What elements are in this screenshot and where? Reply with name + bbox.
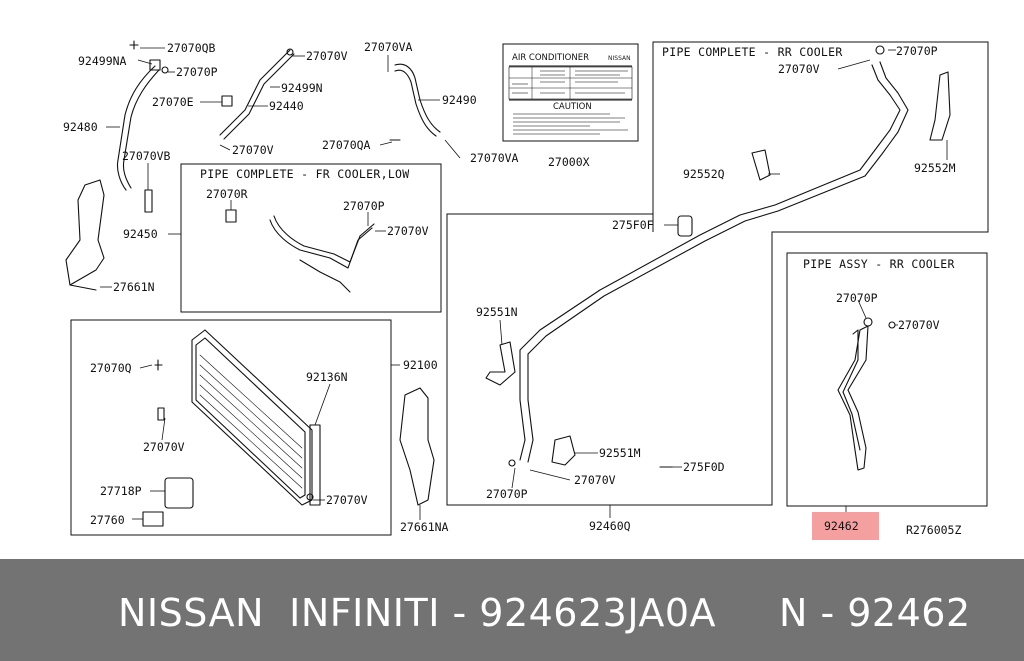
- label-92462: 92462: [824, 519, 859, 533]
- label-27070v-f: 27070V: [898, 318, 940, 332]
- label-92440: 92440: [269, 99, 304, 113]
- parts-drawings: [65, 40, 951, 527]
- caution-word: CAUTION: [553, 102, 592, 112]
- label-27070p-a: 27070P: [176, 65, 218, 79]
- bracket-27661n: [65, 179, 105, 286]
- label-27070p-c: 27070P: [896, 44, 938, 58]
- label-27760: 27760: [90, 513, 125, 527]
- highlight-92462: [812, 512, 879, 540]
- frame-rr-cooler: [446, 41, 989, 506]
- pipe-92440: [219, 49, 291, 136]
- label-27070r: 27070R: [206, 187, 248, 201]
- bracket-92552m: [929, 71, 951, 141]
- leader-lines: [100, 47, 948, 520]
- label-27070v-c: 27070V: [387, 224, 429, 238]
- caution-label-text: AIR CONDITIONER NISSAN CAUTION: [512, 53, 631, 135]
- bracket-92551m: [551, 435, 576, 466]
- pipe-fr-cooler-low: [269, 219, 373, 269]
- label-27070v-b: 27070V: [232, 143, 274, 157]
- label-27070qa: 27070QA: [322, 138, 371, 152]
- frame-fr-cooler-low: [180, 163, 442, 313]
- label-27070v-a: 27070V: [306, 49, 348, 63]
- label-92499n: 92499N: [281, 81, 323, 95]
- caution-heading-code: NISSAN: [608, 55, 631, 62]
- label-27070v-d: 27070V: [778, 62, 820, 76]
- fitting-27070e: [221, 95, 233, 107]
- parts-diagram: AIR CONDITIONER NISSAN CAUTION PIPE COMP…: [63, 40, 989, 537]
- label-92552m: 92552M: [914, 161, 956, 175]
- label-92552q: 92552Q: [683, 167, 725, 181]
- label-27070v-h: 27070V: [326, 493, 368, 507]
- label-92499na: 92499NA: [78, 54, 127, 68]
- label-27000x: 27000X: [548, 155, 590, 169]
- label-92460q: 92460Q: [589, 519, 631, 533]
- pipe-92462: [837, 325, 869, 471]
- label-92551m: 92551M: [599, 446, 641, 460]
- label-27661n: 27661N: [113, 280, 155, 294]
- label-275f0d: 275F0D: [683, 460, 725, 474]
- label-27070qb: 27070QB: [167, 41, 216, 55]
- title-rr-cooler: PIPE COMPLETE - RR COOLER: [662, 45, 843, 59]
- label-27661na: 27661NA: [400, 520, 449, 534]
- footer-bar: NISSAN INFINITI - 924623JA0A N - 92462: [0, 559, 1024, 661]
- label-27070q: 27070Q: [90, 361, 132, 375]
- label-27070p-d: 27070P: [486, 487, 528, 501]
- footer-part-number: NISSAN INFINITI - 924623JA0A N - 92462: [118, 591, 971, 635]
- label-92450: 92450: [123, 227, 158, 241]
- sensor-27718p: [164, 477, 194, 509]
- part-labels: 27070QB 92499NA 27070P 27070V 27070VA 92…: [63, 40, 961, 537]
- label-92551n: 92551N: [476, 305, 518, 319]
- frame-condenser: [70, 319, 392, 536]
- label-92480: 92480: [63, 120, 98, 134]
- label-27070v-g: 27070V: [143, 440, 185, 454]
- clip-27760: [142, 511, 164, 527]
- label-27070p-e: 27070P: [836, 291, 878, 305]
- label-92136n: 92136N: [306, 370, 348, 384]
- group-frames: [70, 41, 989, 536]
- reference-code: R276005Z: [906, 523, 961, 537]
- label-27070vb: 27070VB: [122, 149, 171, 163]
- label-92100: 92100: [403, 358, 438, 372]
- title-fr-cooler-low: PIPE COMPLETE - FR COOLER,LOW: [200, 167, 409, 181]
- label-27718p: 27718P: [100, 484, 142, 498]
- clamp-92552q: [751, 149, 771, 181]
- bracket-27661na: [399, 387, 435, 506]
- frame-pipe-assy-rr: [786, 252, 988, 507]
- hose-92490: [394, 63, 441, 133]
- title-pipe-assy-rr: PIPE ASSY - RR COOLER: [803, 257, 955, 271]
- caution-heading: AIR CONDITIONER: [512, 53, 589, 63]
- label-27070va-a: 27070VA: [364, 40, 413, 54]
- label-92490: 92490: [442, 93, 477, 107]
- caution-label-box: [502, 43, 639, 142]
- label-27070v-e: 27070V: [574, 473, 616, 487]
- hose-92480: [116, 65, 156, 191]
- label-27070p-b: 27070P: [343, 199, 385, 213]
- pipe-92460q: [519, 64, 901, 461]
- bracket-92551n: [485, 341, 516, 386]
- label-275f0f: 275F0F: [612, 218, 654, 232]
- label-27070va-b: 27070VA: [470, 151, 519, 165]
- condenser-92100: [191, 329, 313, 506]
- clip-275f0f: [677, 215, 693, 237]
- label-27070e: 27070E: [152, 95, 194, 109]
